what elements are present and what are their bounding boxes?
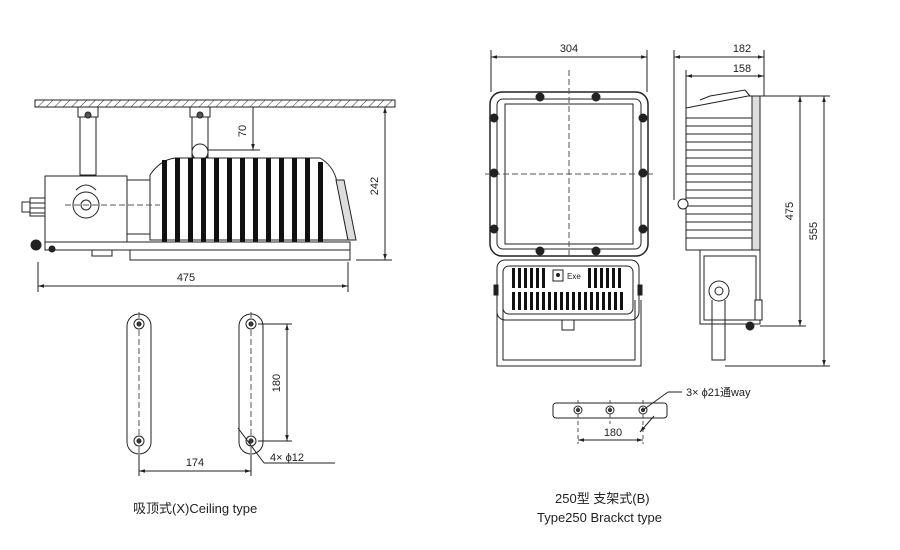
dim-70-hanger: 70 xyxy=(237,125,249,137)
base-rail xyxy=(44,241,351,251)
cable-gland xyxy=(21,197,46,217)
lamp-housing xyxy=(149,157,349,241)
cooling-fins xyxy=(162,158,323,242)
hanger-right xyxy=(189,106,211,161)
ceiling-mount-plate xyxy=(126,312,335,476)
hole-note-ceiling: 4× ϕ12 xyxy=(270,452,304,464)
dim-180-plate: 180 xyxy=(271,374,283,392)
dim-475-side: 475 xyxy=(784,202,796,220)
dim-174-plate: 174 xyxy=(186,457,204,469)
caption-bracket-type-cn: 250型 支架式(B) xyxy=(555,491,650,506)
dim-242-ceiling: 242 xyxy=(369,177,381,195)
side-housing xyxy=(685,95,761,251)
dim-475-ceiling: 475 xyxy=(177,272,195,284)
bracket-front-view xyxy=(485,50,655,367)
dim-304-front: 304 xyxy=(560,43,578,55)
hole-note-bracket: 3× ϕ21通way xyxy=(686,386,751,399)
ballast-fins xyxy=(512,268,623,310)
ex-badge-label: Exe xyxy=(567,272,581,281)
bracket-side-view xyxy=(673,50,830,367)
ceiling-slab xyxy=(34,99,396,108)
side-fins xyxy=(686,117,752,239)
dim-555-side: 555 xyxy=(808,222,820,240)
bracket-mount-plate xyxy=(552,391,682,444)
caption-ceiling-type: 吸顶式(X)Ceiling type xyxy=(133,501,257,516)
ceiling-mount-side-view xyxy=(21,99,396,292)
dim-182-side: 182 xyxy=(733,43,751,55)
frame-bolts xyxy=(489,92,648,256)
mount-bracket xyxy=(496,300,642,367)
dim-180-bracket: 180 xyxy=(604,427,622,439)
hanger-left xyxy=(77,106,99,176)
dim-158-side: 158 xyxy=(733,63,751,75)
caption-bracket-type-en: Type250 Brackct type xyxy=(537,510,662,525)
side-ballast xyxy=(699,249,761,325)
